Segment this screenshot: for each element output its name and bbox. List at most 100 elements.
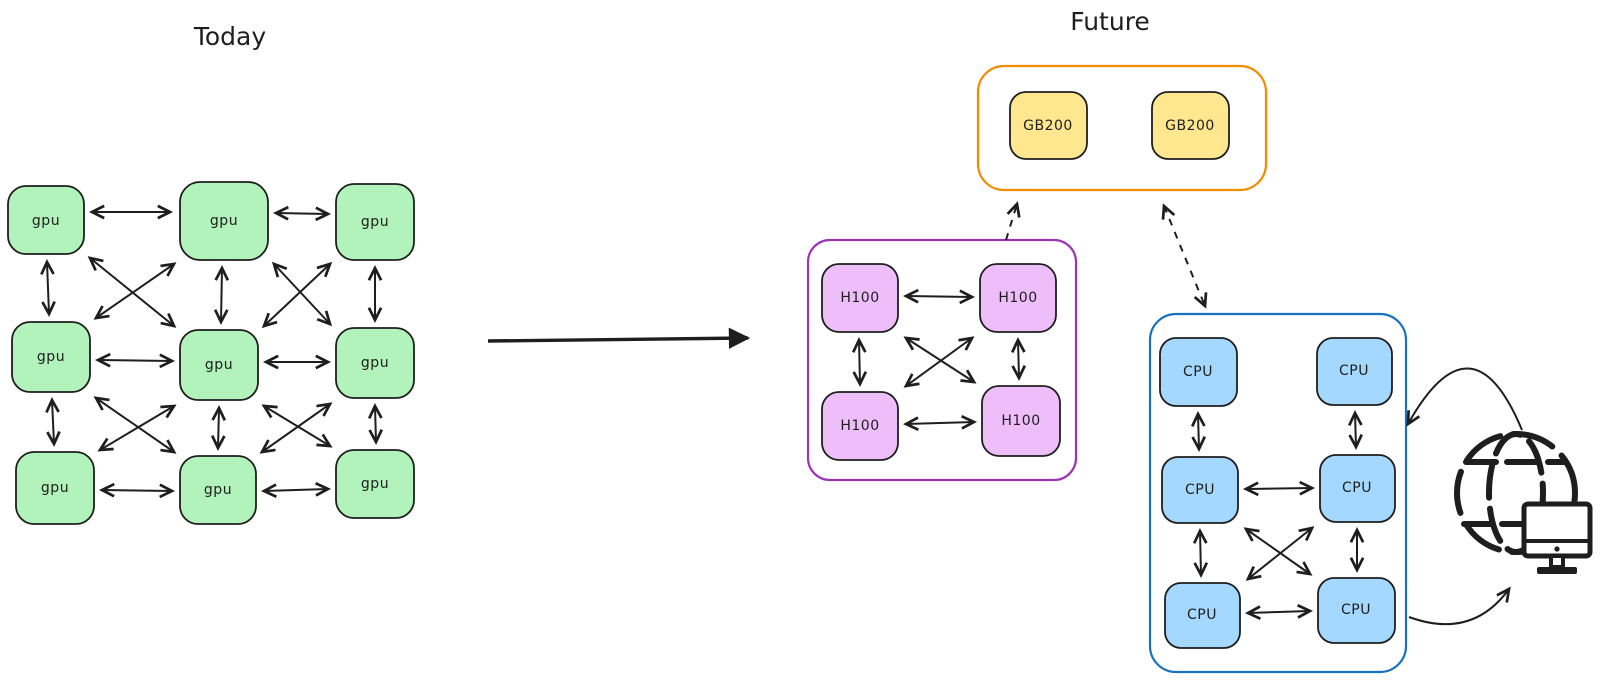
monitor-icon (1521, 501, 1593, 574)
cpu-box (1316, 337, 1393, 406)
cpu-cluster: CPU CPU CPU CPU CPU CPU (1148, 312, 1408, 674)
cpu-link-arrow (1245, 526, 1315, 581)
gpu-link-arrow (261, 261, 333, 329)
gpu-box (179, 181, 269, 261)
gpu-label: gpu (32, 213, 60, 229)
h100-link-arrow (902, 415, 978, 431)
gpu-link-arrow (45, 396, 61, 448)
gpu-node: gpu (335, 183, 415, 261)
gb200-box (1151, 91, 1230, 160)
h100-node: H100 (981, 385, 1061, 457)
gb200-box (1009, 91, 1088, 160)
gpu-box (335, 327, 415, 399)
cpu-label: CPU (1339, 363, 1369, 379)
cpu-link-arrow (1191, 410, 1206, 453)
cpu-node: CPU (1319, 454, 1396, 523)
gpu-node: gpu (15, 451, 95, 525)
cpu-to-monitor-curved-arrow (1408, 586, 1511, 626)
h100-label: H100 (840, 290, 879, 306)
gpu-node: gpu (11, 321, 91, 393)
h100-box (981, 385, 1061, 457)
globe-to-cpu-curved-arrow (1406, 367, 1523, 431)
cpu-node: CPU (1159, 337, 1238, 407)
h100-label: H100 (1001, 413, 1040, 429)
cpu-label: CPU (1341, 602, 1371, 618)
gpu-box (11, 321, 91, 393)
h100-link-arrow (902, 288, 976, 305)
gpu-box (335, 183, 415, 261)
cpu-box (1317, 577, 1396, 644)
gpu-link-arrow (272, 205, 332, 222)
gpu-link-arrow (98, 482, 176, 499)
cpu-label: CPU (1342, 480, 1372, 496)
cpu-link-arrow (1242, 480, 1316, 497)
h100-box (821, 263, 899, 333)
gpu-label: gpu (210, 213, 238, 229)
h100-box (979, 263, 1057, 333)
h100-link-arrow (903, 336, 975, 388)
gpu-link-arrow (368, 402, 383, 446)
h100-to-gb200-dashed-arrow (1005, 201, 1021, 241)
gb200-cluster: GB200 GB200 (976, 64, 1268, 192)
gpu-link-arrow (260, 482, 332, 498)
gpu-link-arrow (97, 404, 177, 452)
cpu-link-arrow (1244, 604, 1314, 620)
cpu-box (1319, 454, 1396, 523)
cpu-node: CPU (1316, 337, 1393, 406)
h100-cluster: H100 H100 H100 H100 (806, 238, 1078, 482)
gpu-label: gpu (204, 482, 232, 498)
gpu-label: gpu (361, 355, 389, 371)
cpu-node: CPU (1164, 582, 1241, 649)
h100-label: H100 (840, 418, 879, 434)
gpu-node: gpu (179, 455, 257, 525)
h100-node: H100 (979, 263, 1057, 333)
gpu-link-arrow (210, 404, 227, 452)
cpu-node: CPU (1161, 456, 1239, 524)
h100-link-arrow (1010, 336, 1027, 382)
cpu-label: CPU (1185, 482, 1215, 498)
future-title: Future (1070, 7, 1150, 36)
gpu-label: gpu (361, 476, 389, 492)
cpu-box (1161, 456, 1239, 524)
cpu-label: CPU (1183, 364, 1213, 380)
gb200-to-cpu-dashed-arrow (1161, 203, 1208, 309)
gpu-link-arrow (93, 396, 177, 454)
gpu-node: gpu (335, 449, 415, 519)
gpu-box (179, 329, 259, 401)
gpu-link-arrow (40, 258, 56, 318)
h100-node: H100 (821, 391, 899, 461)
h100-node: H100 (821, 263, 899, 333)
gb200-node: GB200 (1151, 91, 1230, 160)
cpu-link-arrow (1192, 527, 1209, 579)
gpu-link-arrow (213, 264, 230, 326)
gpu-box (335, 449, 415, 519)
gpu-node: gpu (7, 185, 85, 255)
gpu-box (179, 455, 257, 525)
gpu-node: gpu (179, 329, 259, 401)
gpu-box (15, 451, 95, 525)
gpu-link-arrow (94, 352, 176, 369)
gpu-box (7, 185, 85, 255)
h100-label: H100 (998, 290, 1037, 306)
globe-icon (1454, 431, 1578, 555)
today-cluster: Today gpu gpu gpu gpu gpu gpu gpu (7, 22, 415, 525)
gpu-label: gpu (41, 480, 69, 496)
gpu-node: gpu (335, 327, 415, 399)
gpu-label: gpu (361, 214, 389, 230)
gpu-label: gpu (205, 357, 233, 373)
gpu-label: gpu (37, 349, 65, 365)
gb200-node: GB200 (1009, 91, 1088, 160)
cpu-label: CPU (1187, 607, 1217, 623)
gb200-label: GB200 (1165, 118, 1215, 134)
gb200-label: GB200 (1023, 118, 1073, 134)
gpu-link-arrow (93, 262, 177, 320)
cpu-box (1164, 582, 1241, 649)
today-to-future-arrow (487, 327, 751, 349)
today-title: Today (193, 22, 267, 51)
h100-box (821, 391, 899, 461)
gpu-node: gpu (179, 181, 269, 261)
cpu-node: CPU (1317, 577, 1396, 644)
h100-link-arrow (851, 336, 868, 388)
